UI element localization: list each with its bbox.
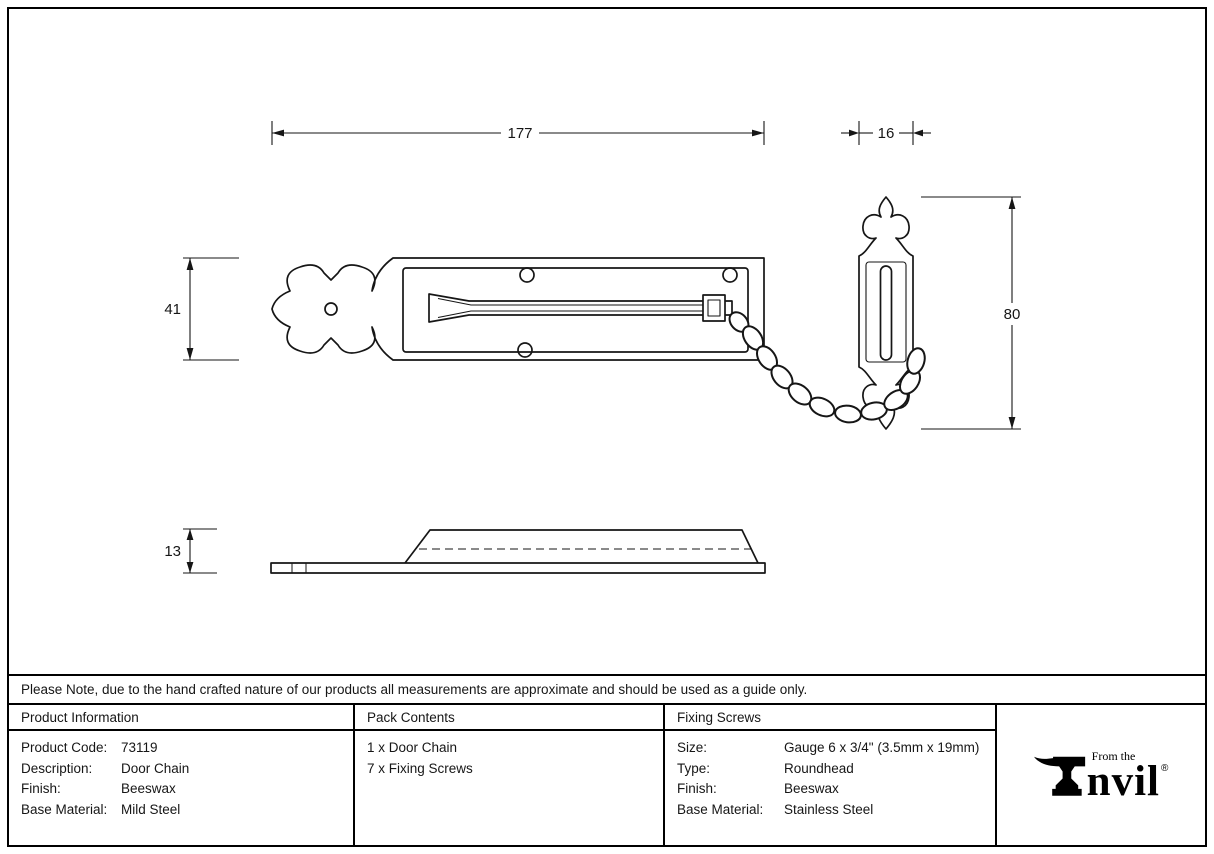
dim-plate-width: 177 — [271, 121, 765, 145]
registered-trademark-symbol: ® — [1160, 763, 1169, 775]
base-material-row: Base Material: Mild Steel — [9, 800, 353, 821]
product-code-row: Product Code: 73119 — [9, 738, 353, 759]
chain-channel-inner-bottom — [437, 310, 724, 319]
product-information-column: Product Information Product Code: 73119 … — [9, 705, 355, 845]
fixing-screws-header: Fixing Screws — [665, 705, 995, 731]
product-information-body: Product Code: 73119 Description: Door Ch… — [9, 731, 353, 845]
dim-plate-thickness-label: 13 — [164, 543, 181, 560]
logo-wordmark: nvil — [1086, 758, 1160, 806]
screw-hole-top — [519, 267, 535, 283]
field-value: Roundhead — [784, 760, 854, 776]
description-row: Description: Door Chain — [9, 759, 353, 780]
dim-plate-width-label: 177 — [507, 125, 532, 142]
measurement-note-text: Please Note, due to the hand crafted nat… — [21, 682, 808, 697]
dim-keep-width-label: 16 — [878, 125, 895, 142]
side-view-channel-hump — [404, 529, 759, 564]
dim-keep-height-label: 80 — [1004, 306, 1021, 323]
side-view — [270, 529, 766, 574]
field-label: Description: — [21, 760, 93, 776]
product-information-header: Product Information — [9, 705, 353, 731]
dim-plate-height: 41 — [164, 257, 239, 361]
field-label: Base Material: — [677, 801, 764, 817]
chain-link — [808, 396, 836, 418]
leaf-screw-hole — [324, 302, 338, 316]
anvil-icon — [1033, 756, 1085, 796]
field-label: Finish: — [677, 781, 717, 796]
dim-keep-height: 80 — [921, 196, 1021, 430]
field-label: Size: — [677, 740, 708, 755]
technical-drawing-area: 177 16 — [9, 9, 1205, 674]
pack-contents-body: 1 x Door Chain 7 x Fixing Screws — [355, 731, 663, 845]
field-value: Door Chain — [121, 760, 190, 776]
field-value: Stainless Steel — [784, 801, 874, 817]
field-label: Base Material: — [21, 801, 108, 817]
screw-hole-bottom — [517, 342, 533, 358]
screw-hole-right — [722, 267, 738, 283]
field-label: Finish: — [21, 781, 61, 796]
anvil-logo-text: From the nvil ® — [1086, 749, 1169, 806]
keep-inner-panel — [865, 261, 907, 363]
pack-item: 1 x Door Chain — [367, 740, 458, 755]
chain-link — [906, 347, 926, 375]
field-value: Beeswax — [121, 781, 176, 796]
field-value: Beeswax — [784, 781, 839, 796]
screw-type-row: Type: Roundhead — [665, 759, 995, 780]
brand-logo-cell: From the nvil ® — [997, 705, 1205, 845]
door-chain-technical-drawing: 177 16 — [164, 121, 1021, 574]
dimension-annotations: 177 16 — [164, 121, 1021, 574]
fixing-screws-column: Fixing Screws Size: Gauge 6 x 3/4" (3.5m… — [665, 705, 997, 845]
plate-inner-panel — [402, 267, 749, 353]
field-value: 73119 — [121, 740, 158, 755]
screw-size-row: Size: Gauge 6 x 3/4" (3.5mm x 19mm) — [665, 738, 995, 759]
keep-slot — [879, 265, 893, 361]
screw-finish-row: Finish: Beeswax — [665, 779, 995, 800]
logo-tagline: From the — [1091, 749, 1136, 764]
finish-row: Finish: Beeswax — [9, 779, 353, 800]
chain-channel-inner-top — [437, 297, 724, 306]
main-plate-outline — [271, 257, 765, 361]
spec-sheet-page: 177 16 — [7, 7, 1207, 847]
fixing-screws-body: Size: Gauge 6 x 3/4" (3.5mm x 19mm) Type… — [665, 731, 995, 845]
front-view-main-plate — [271, 257, 765, 361]
field-label: Product Code: — [21, 740, 108, 755]
pack-contents-column: Pack Contents 1 x Door Chain 7 x Fixing … — [355, 705, 665, 845]
chain-link — [834, 404, 862, 424]
from-the-anvil-logo: From the nvil ® — [1033, 749, 1169, 806]
screw-base-material-row: Base Material: Stainless Steel — [665, 800, 995, 821]
pack-item: 7 x Fixing Screws — [367, 760, 473, 776]
chain-slider-inner — [707, 299, 721, 317]
field-label: Type: — [677, 760, 711, 776]
product-info-table: Product Information Product Code: 73119 … — [9, 703, 1205, 845]
field-value: Gauge 6 x 3/4" (3.5mm x 19mm) — [784, 740, 980, 755]
keep-plate — [858, 196, 914, 430]
chain-slider — [702, 294, 726, 322]
dim-keep-width: 16 — [841, 121, 931, 145]
dim-plate-height-label: 41 — [164, 301, 181, 318]
chain — [741, 325, 926, 424]
field-value: Mild Steel — [121, 801, 181, 817]
measurement-note-row: Please Note, due to the hand crafted nat… — [9, 674, 1205, 703]
pack-contents-header: Pack Contents — [355, 705, 663, 731]
side-view-plate — [270, 562, 766, 574]
dim-plate-thickness: 13 — [164, 528, 217, 574]
